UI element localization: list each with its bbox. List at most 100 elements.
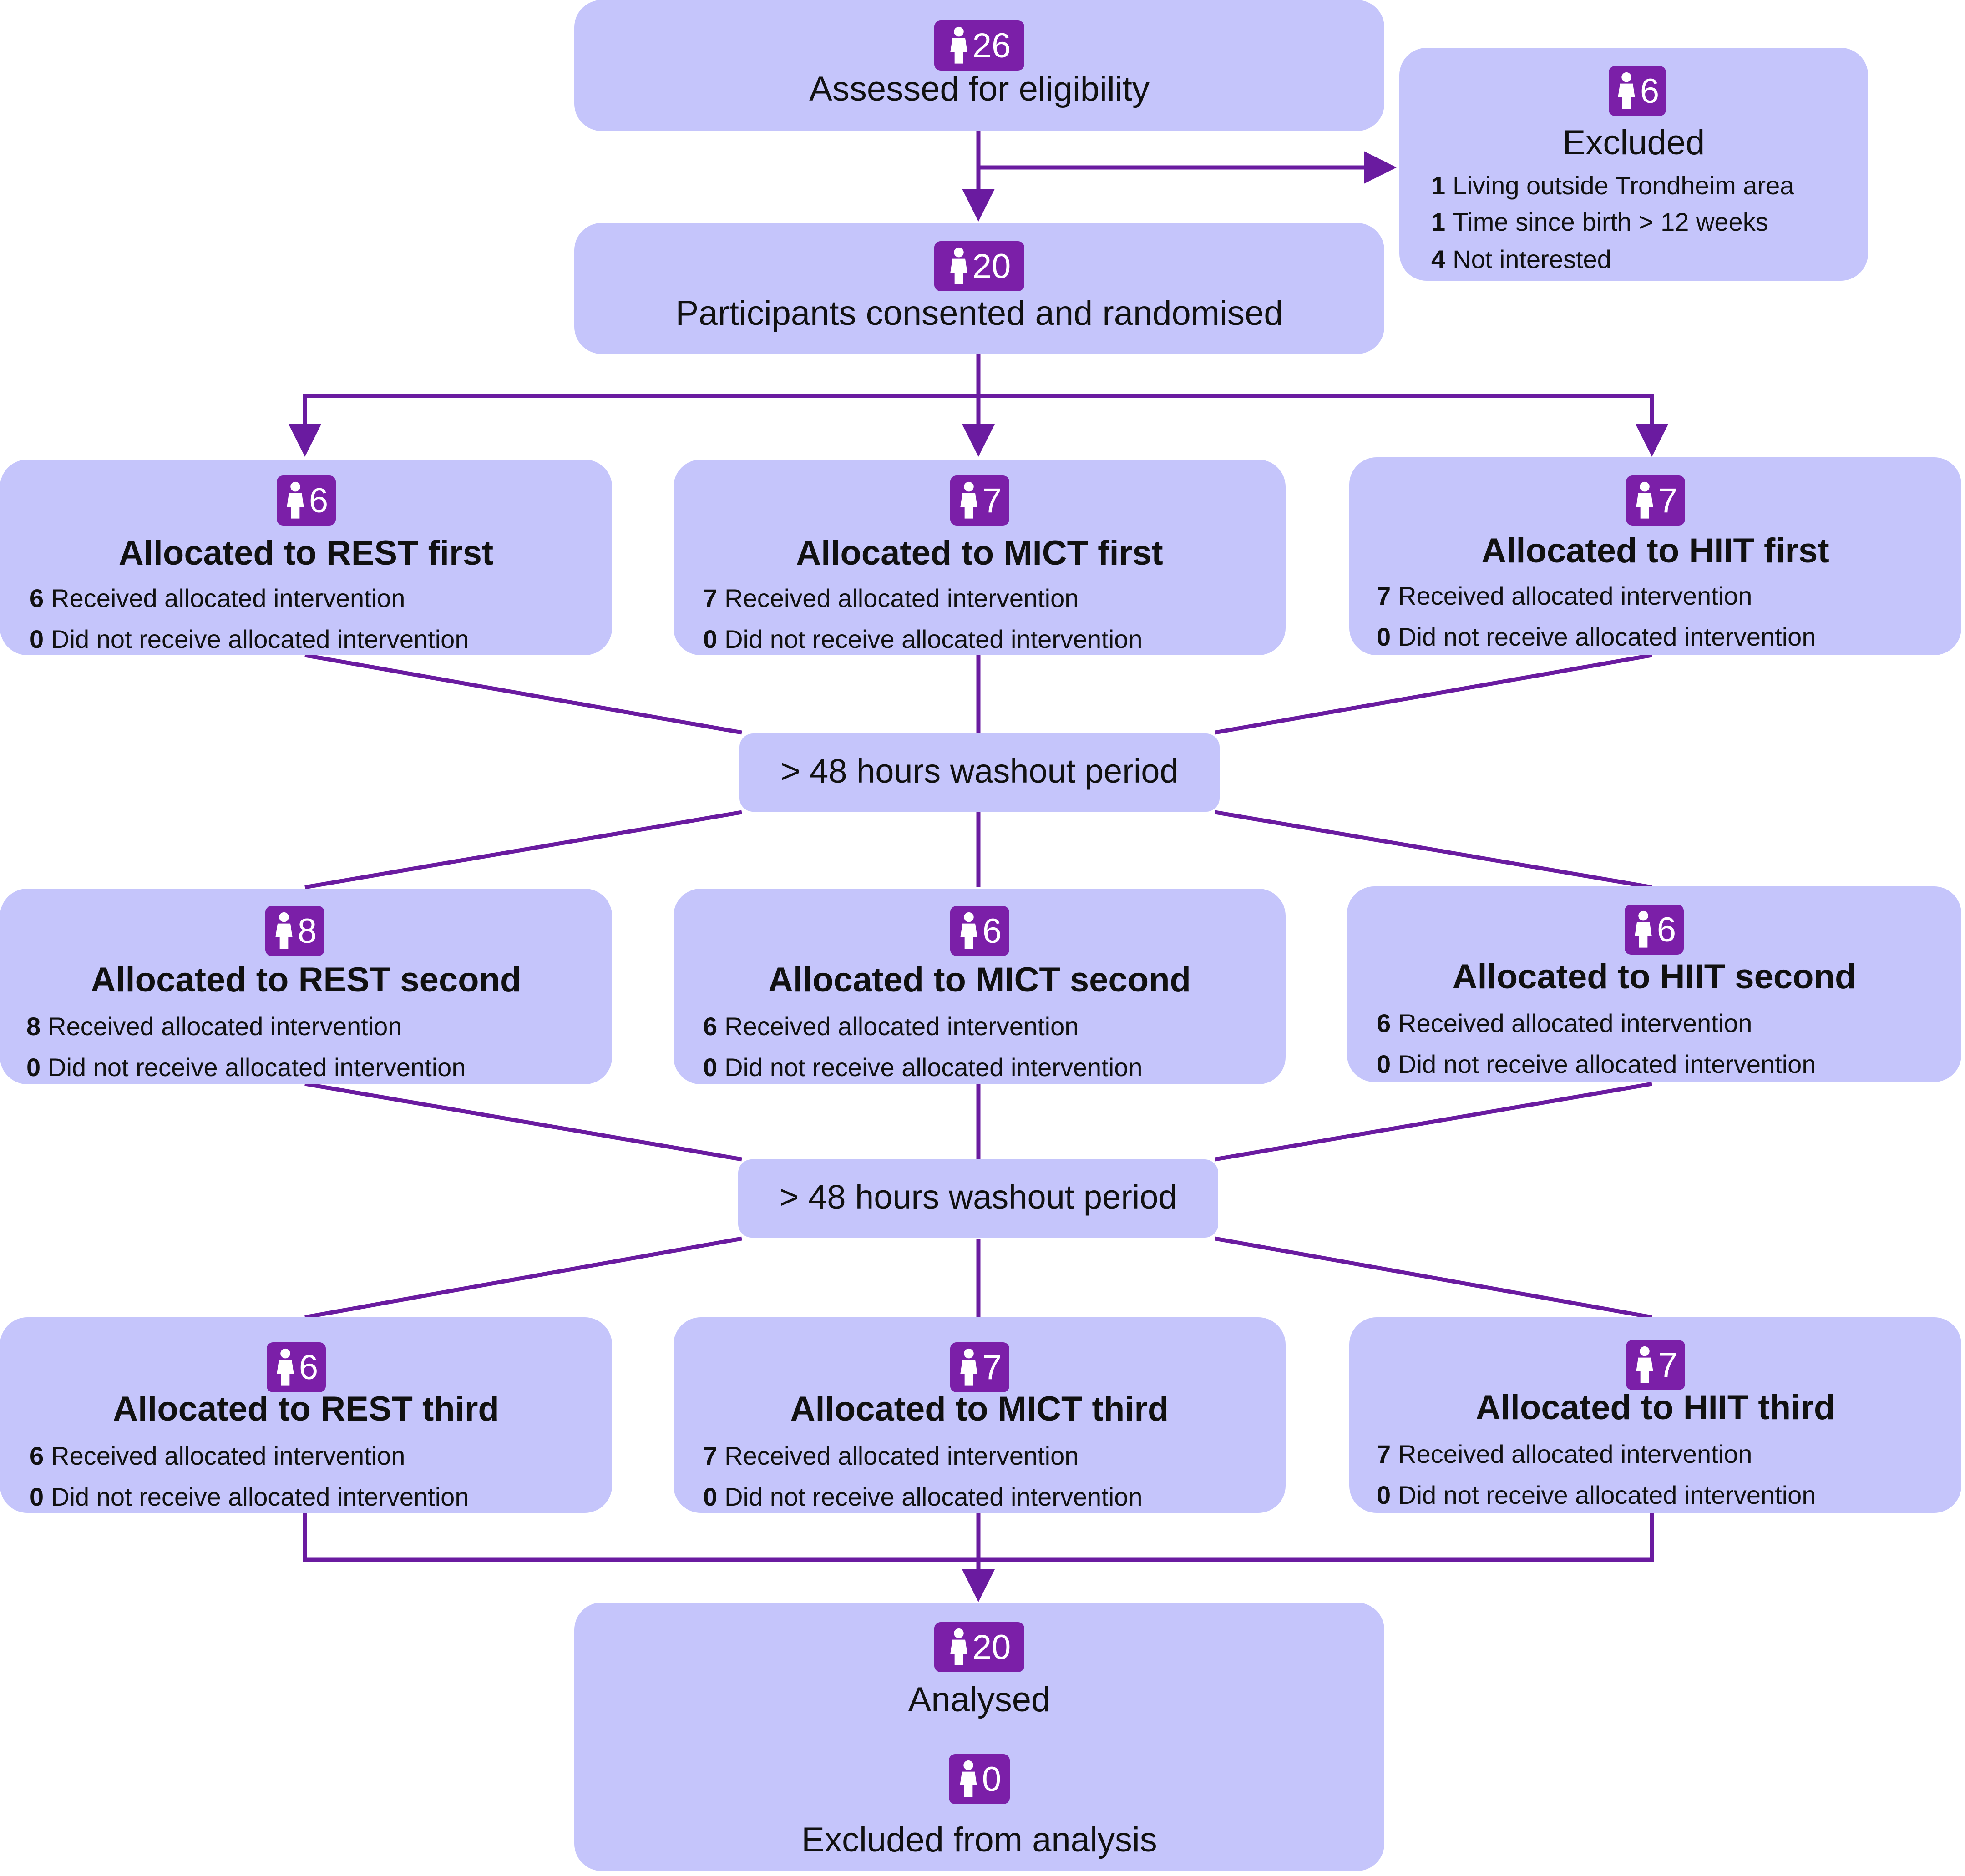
person-icon	[1636, 1346, 1653, 1383]
assessed-label: Assessed for eligibility	[809, 70, 1150, 108]
excluded-analysis-label: Excluded from analysis	[801, 1820, 1157, 1859]
connector-w2-hiit	[1215, 1236, 1652, 1320]
connector-w2-rest	[304, 1236, 742, 1320]
connector-w1-hiit	[1215, 810, 1652, 890]
connector-s2-rest-washout	[304, 1082, 742, 1162]
arm-title: Allocated to MICT second	[768, 961, 1191, 999]
connector-s1-hiit-washout	[1215, 653, 1652, 735]
analysed-box: 20 Analysed 0 Excluded from analysis	[574, 1603, 1384, 1871]
arm-count: 6	[1656, 910, 1676, 949]
arm-title: Allocated to HIIT first	[1481, 531, 1829, 570]
person-icon	[277, 1348, 294, 1386]
arm-count: 7	[982, 1348, 1002, 1387]
person-icon	[960, 481, 977, 519]
arm-count-badge: 7	[1626, 475, 1685, 526]
analysed-count-badge: 20	[934, 1622, 1024, 1672]
person-icon	[1618, 72, 1635, 109]
assessed-count: 26	[972, 26, 1011, 65]
arm-count: 6	[309, 481, 329, 520]
arm-count: 6	[299, 1348, 319, 1387]
arm-count: 6	[982, 911, 1002, 951]
arm-title: Allocated to REST third	[113, 1390, 499, 1428]
arm-count: 8	[297, 911, 317, 951]
person-icon	[960, 1348, 977, 1386]
washout-box: > 48 hours washout period	[738, 1159, 1218, 1238]
excluded-analysis-count-badge: 0	[949, 1754, 1010, 1804]
person-icon	[275, 912, 293, 949]
excluded-count: 6	[1640, 71, 1660, 111]
person-icon	[287, 481, 304, 519]
participant-count-badge: 20	[934, 241, 1024, 291]
arm-count: 7	[1658, 1345, 1678, 1385]
person-icon	[960, 1760, 977, 1797]
arm-count-badge: 6	[1625, 905, 1684, 955]
arm-title: Allocated to MICT third	[790, 1390, 1169, 1428]
randomised-label: Participants consented and randomised	[675, 294, 1283, 333]
person-icon	[1635, 910, 1652, 948]
arm-count-badge: 6	[950, 906, 1009, 956]
arm-count-badge: 6	[277, 475, 336, 526]
assessed-box: 26 Assessed for eligibility	[574, 0, 1384, 131]
arm-count-badge: 7	[950, 1342, 1009, 1392]
arm-title: Allocated to HIIT second	[1452, 957, 1856, 996]
washout-label: > 48 hours washout period	[780, 752, 1179, 790]
washout-box: > 48 hours washout period	[739, 733, 1220, 812]
person-icon	[960, 912, 977, 949]
arm-count-badge: 7	[950, 475, 1009, 526]
excluded-analysis-count: 0	[982, 1760, 1002, 1799]
person-icon	[950, 247, 967, 284]
arm-count-badge: 8	[265, 906, 324, 956]
arm-count-badge: 6	[267, 1342, 326, 1392]
person-icon	[1636, 481, 1653, 519]
arm-count: 7	[1658, 481, 1678, 520]
arm-count-badge: 7	[1626, 1340, 1685, 1390]
connector-s2-hiit-washout	[1215, 1082, 1652, 1162]
arm-count: 7	[982, 481, 1002, 520]
analysed-count: 20	[972, 1628, 1011, 1667]
connector-w1-rest	[304, 810, 742, 890]
person-icon	[950, 1628, 967, 1665]
analysed-label: Analysed	[908, 1680, 1051, 1719]
randomised-count: 20	[972, 247, 1011, 286]
person-icon	[950, 26, 967, 64]
arm-title: Allocated to MICT first	[796, 534, 1163, 572]
excluded-label: Excluded	[1562, 123, 1705, 162]
excluded-count-badge: 6	[1609, 66, 1666, 116]
arm-title: Allocated to REST first	[118, 534, 494, 572]
randomised-box: 20 Participants consented and randomised	[574, 223, 1384, 354]
arm-title: Allocated to REST second	[91, 961, 522, 999]
arm-title: Allocated to HIIT third	[1475, 1388, 1835, 1427]
washout-label: > 48 hours washout period	[779, 1178, 1177, 1216]
